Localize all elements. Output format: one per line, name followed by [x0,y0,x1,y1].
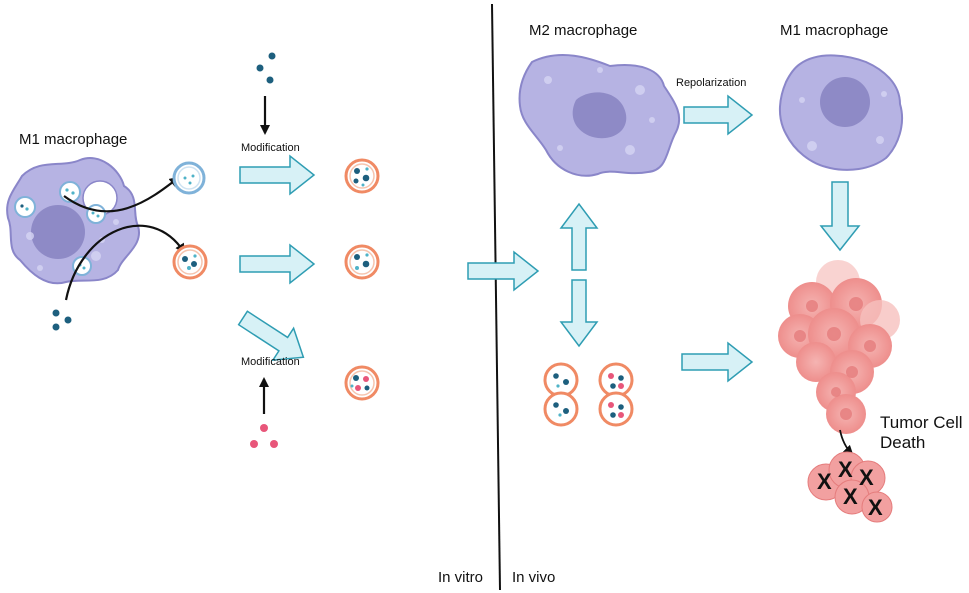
tumor-mass [778,260,900,434]
block-arrow-to-invivo [467,250,540,292]
block-arrow-up-to-m2 [559,202,599,271]
label-modification-top: Modification [241,142,300,154]
block-arrow-repolarization [683,94,754,136]
vesicle-modified-1 [344,158,380,194]
vesicle-modified-2 [344,244,380,280]
m1-macrophage-left [6,157,141,285]
vesicle-blue-empty [172,161,206,195]
block-arrow-row3-diagonal [237,310,305,361]
block-arrow-row1 [239,154,316,196]
drug-dots-top [256,52,276,84]
label-tumor-cell-death: Tumor Cell Death [880,413,963,453]
label-tumor-line2: Death [880,433,926,452]
cargo-dots-left [52,309,72,331]
dead-tumor-cells [807,451,893,523]
vesicle-modified-3 [344,365,380,401]
label-in-vitro: In vitro [438,569,484,586]
m2-macrophage [518,54,681,177]
drug-dots-bottom [250,424,278,448]
block-arrow-m1-to-tumor [819,181,861,252]
death-mark: X [817,469,832,494]
death-mark: X [868,495,883,520]
label-m1-macrophage-left: M1 macrophage [19,131,128,148]
in-vitro-in-vivo-divider [491,3,501,591]
death-mark: X [859,465,874,490]
death-mark: X [843,484,858,509]
block-arrow-row2 [239,243,316,285]
vesicle-pair-pink [598,362,634,427]
block-arrow-down-to-vesicles [559,279,599,348]
label-in-vivo: In vivo [512,569,556,586]
label-m2-macrophage: M2 macrophage [529,22,638,39]
curve-arrow-to-blue-vesicle [63,176,180,213]
death-mark: X [838,457,853,482]
label-modification-bottom: Modification [241,356,300,368]
vesicle-pair-blue [543,362,579,427]
label-tumor-line1: Tumor Cell [880,413,963,432]
curve-arrow-to-orange-vesicle [64,224,186,301]
block-arrow-vesicles-to-tumor [681,341,754,383]
label-m1-macrophage-right: M1 macrophage [780,22,889,39]
label-repolarization: Repolarization [676,77,747,89]
m1-macrophage-right [779,54,904,171]
vesicle-orange-loaded-1 [172,244,208,280]
